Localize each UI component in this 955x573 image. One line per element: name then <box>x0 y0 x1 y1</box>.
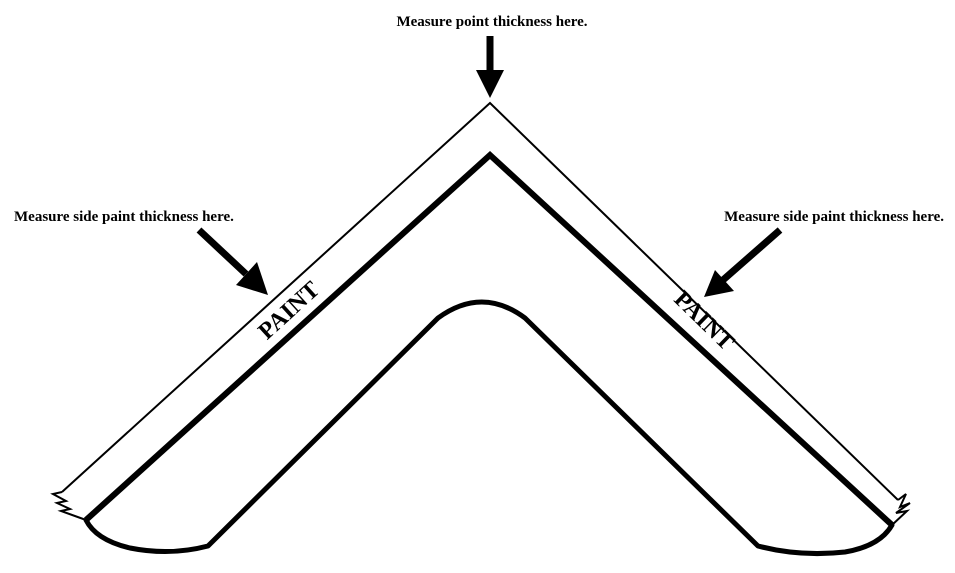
right-side-thickness-arrow <box>704 227 783 297</box>
left-side-thickness-arrow <box>196 227 268 295</box>
left-side-thickness-callout: Measure side paint thickness here. <box>14 209 234 225</box>
point-thickness-callout: Measure point thickness here. <box>396 14 587 30</box>
point-thickness-arrow <box>476 36 504 98</box>
right-side-thickness-callout: Measure side paint thickness here. <box>724 209 944 225</box>
paint-outer-surface <box>61 101 899 501</box>
paint-layer-label-right: PAINT <box>669 286 739 356</box>
substrate-inner-edge <box>83 299 895 557</box>
substrate-top-edge <box>83 150 895 528</box>
right-break-zigzag <box>891 493 911 526</box>
left-break-zigzag <box>50 491 87 521</box>
